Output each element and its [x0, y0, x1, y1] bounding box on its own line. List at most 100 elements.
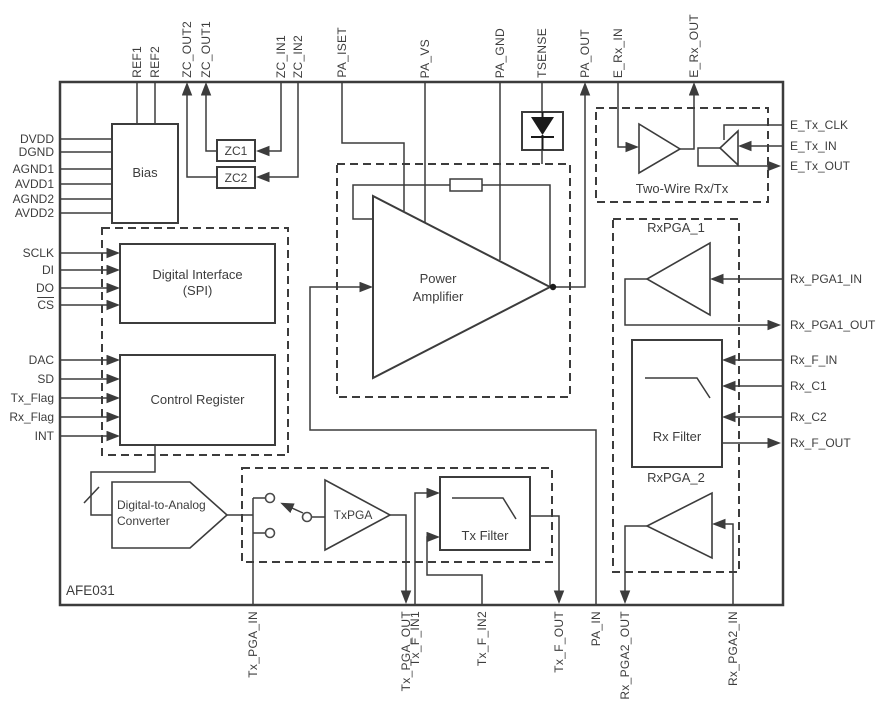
tx-filter-response-icon	[452, 497, 517, 520]
two-wire-rx-amp-triangle	[638, 122, 682, 175]
diode-icon	[531, 112, 554, 150]
pin-label-E_Tx_IN: E_Tx_IN	[790, 139, 837, 153]
pin-label-PA_VS: PA_VS	[418, 38, 432, 78]
wire-rx-pga1-out	[624, 278, 781, 331]
wire-zc-out1	[200, 82, 217, 152]
pin-label-Rx_PGA1_OUT: Rx_PGA1_OUT	[790, 318, 876, 332]
wire-pa-iset	[341, 82, 405, 211]
wire-tx-f-out	[530, 515, 565, 604]
pin-label-E_Rx_IN: E_Rx_IN	[611, 27, 625, 78]
tx-input-switch	[264, 492, 313, 539]
switch-arm	[280, 502, 304, 514]
wire-pa-feedback-left	[352, 184, 450, 220]
pin-label-Tx_F_IN2: Tx_F_IN2	[475, 611, 489, 667]
rx-dashed-box	[612, 218, 740, 573]
spi-block	[119, 243, 276, 324]
pin-label-Tx_Flag: Tx_Flag	[10, 391, 54, 405]
pin-label-Rx_PGA1_IN: Rx_PGA1_IN	[790, 272, 863, 286]
pin-label-AVDD2: AVDD2	[14, 206, 54, 220]
pin-label-Tx_F_OUT: Tx_F_OUT	[552, 611, 566, 673]
wire-tx-f-in2	[426, 531, 483, 605]
pin-label-Rx_Flag: Rx_Flag	[9, 410, 54, 424]
pin-label-PA_IN: PA_IN	[589, 611, 603, 647]
zc2-block	[216, 166, 256, 189]
chip-name-label: AFE031	[66, 583, 115, 598]
power-amplifier-triangle	[372, 194, 553, 380]
control-register-block	[119, 354, 276, 446]
wire-pa-feedback-right	[482, 184, 551, 287]
rx-filter-block	[631, 339, 723, 468]
dac-block	[111, 481, 229, 549]
pin-label-Rx_C2: Rx_C2	[790, 410, 827, 424]
pin-label-ZC_OUT1: ZC_OUT1	[199, 21, 213, 78]
pin-label-REF2: REF2	[148, 46, 162, 78]
txpga-triangle	[324, 478, 392, 552]
pin-label-DGND: DGND	[18, 145, 54, 159]
two-wire-tx-amp-triangle	[718, 129, 739, 167]
pin-label-REF1: REF1	[130, 46, 144, 78]
feedback-resistor	[449, 178, 483, 192]
pin-label-E_Tx_OUT: E_Tx_OUT	[790, 159, 851, 173]
pin-label-PA_GND: PA_GND	[493, 27, 507, 78]
pa-label-line2: Amplifier	[412, 289, 464, 304]
switch-contact-common	[301, 511, 313, 523]
rxpga2-triangle	[645, 491, 713, 560]
pin-label-AGND2: AGND2	[12, 192, 54, 206]
pin-label-Rx_PGA2_OUT: Rx_PGA2_OUT	[618, 611, 632, 700]
pin-label-DO: DO	[36, 281, 54, 295]
pa-label-line1: Power	[419, 271, 457, 286]
txpga-label: TxPGA	[333, 508, 373, 522]
spi-label-line2: (SPI)	[182, 283, 213, 298]
pin-label-Tx_F_IN1: Tx_F_IN1	[408, 611, 422, 667]
pin-label-AGND1: AGND1	[12, 162, 54, 176]
digital-dashed-box	[101, 227, 289, 456]
pin-label-PA_OUT: PA_OUT	[578, 29, 592, 78]
pin-label-CS: CS	[37, 298, 54, 312]
bus-slash	[83, 486, 100, 504]
pin-label-ZC_IN1: ZC_IN1	[274, 34, 288, 78]
pin-label-SCLK: SCLK	[22, 246, 54, 260]
wire-cr-to-dac	[90, 445, 156, 516]
pin-label-ZC_IN2: ZC_IN2	[291, 34, 305, 78]
wire-e-rx-in	[617, 82, 639, 153]
switch-contact-bottom	[264, 527, 276, 539]
rx-filter-response-icon	[645, 377, 711, 399]
tx-filter-label: Tx Filter	[461, 528, 509, 543]
pin-label-E_Tx_CLK: E_Tx_CLK	[790, 118, 849, 132]
control-register-label: Control Register	[150, 392, 245, 407]
pin-label-TSENSE: TSENSE	[535, 28, 549, 78]
rxpga1-triangle	[645, 241, 711, 317]
wire-zc-in1	[256, 82, 282, 157]
pin-label-DVDD: DVDD	[19, 132, 54, 146]
wire-rx-pga2-in	[712, 518, 734, 605]
bias-label: Bias	[132, 165, 158, 180]
pa-output-junction-dot	[549, 283, 557, 291]
two-wire-label: Two-Wire Rx/Tx	[635, 181, 729, 196]
pin-label-Rx_F_IN: Rx_F_IN	[790, 353, 838, 367]
pin-label-ZC_OUT2: ZC_OUT2	[180, 21, 194, 78]
pin-label-INT: INT	[34, 429, 54, 443]
pin-label-E_Rx_OUT: E_Rx_OUT	[687, 14, 701, 78]
pin-label-AVDD1: AVDD1	[14, 177, 54, 191]
tx-filter-block	[439, 476, 531, 551]
wire-zc-out2	[181, 82, 217, 178]
pin-label-Rx_C1: Rx_C1	[790, 379, 827, 393]
wire-e-tx-clk	[723, 124, 783, 140]
pin-label-Tx_PGA_IN: Tx_PGA_IN	[246, 611, 260, 678]
wire-tx-pga-out	[390, 514, 412, 604]
wire-zc-in2	[256, 82, 299, 183]
bias-block	[111, 123, 179, 224]
zc1-label: ZC1	[224, 144, 248, 158]
two-wire-dashed-box	[595, 107, 769, 203]
zc2-label: ZC2	[224, 171, 248, 185]
pin-label-DAC: DAC	[28, 353, 54, 367]
rx-filter-label: Rx Filter	[652, 429, 702, 444]
wire-e-rx-out	[680, 82, 700, 150]
wire-pa-in	[309, 281, 597, 605]
pin-label-Rx_PGA2_IN: Rx_PGA2_IN	[726, 611, 740, 687]
dac-label-line1: Digital-to-Analog	[117, 498, 206, 512]
pin-label-Rx_F_OUT: Rx_F_OUT	[790, 436, 851, 450]
zc1-block	[216, 139, 256, 162]
